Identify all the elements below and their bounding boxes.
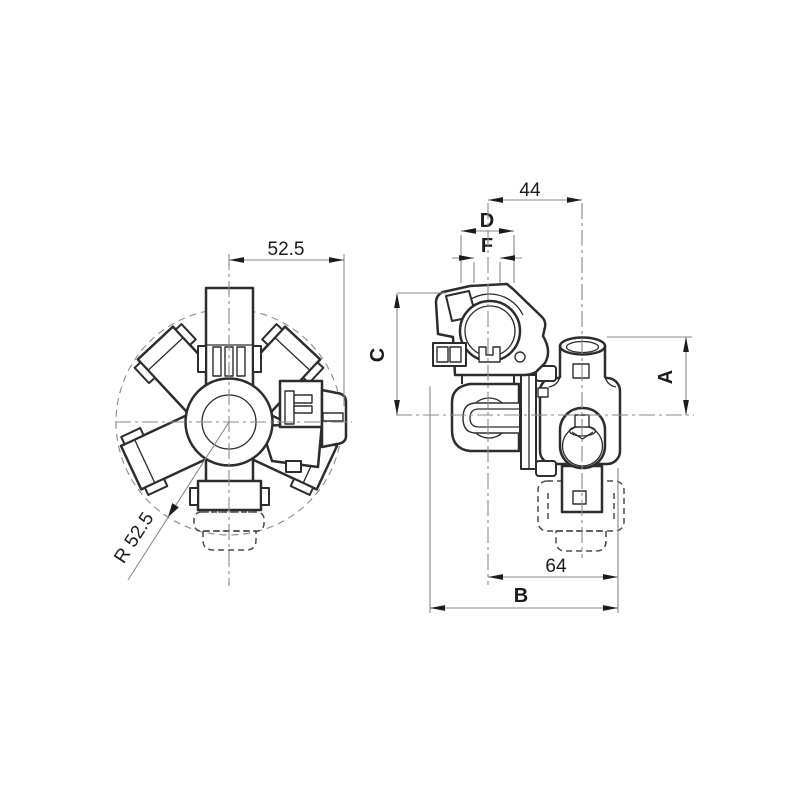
dim-f-label: F [481,235,493,257]
dim-side-top-width: 44 [488,180,582,203]
dim-front-radius-label: R 52.5 [110,509,158,567]
radius-arrowhead [168,503,179,517]
dim-side-bottom-width: 64 [488,468,619,613]
front-view: R 52.5 52.5 [110,239,352,586]
dim-side-f: F [452,235,522,283]
elbow-housing [450,382,521,453]
clamp-bore [458,299,522,363]
side-view: 44 D F C A [367,180,694,613]
mounting-flange [520,365,557,477]
dim-c-label: C [367,348,389,362]
dim-a-label: A [655,370,677,384]
side-view-centerlines [396,203,694,585]
pipe-clamp [432,282,550,384]
dim-d-label: D [480,210,494,232]
side-connector [259,379,348,473]
clamp-pivot [514,351,526,363]
dim-b-label: B [514,585,528,607]
dim-64-label: 64 [545,556,567,577]
dim-side-c: C [367,292,446,415]
dim-side-overall-width: B [429,386,618,613]
dim-front-width: 52.5 [229,239,345,406]
front-view-centerlines [115,254,352,586]
dim-44-label: 44 [519,180,541,201]
dim-side-a: A [607,336,692,415]
dim-front-width-label: 52.5 [268,239,305,260]
